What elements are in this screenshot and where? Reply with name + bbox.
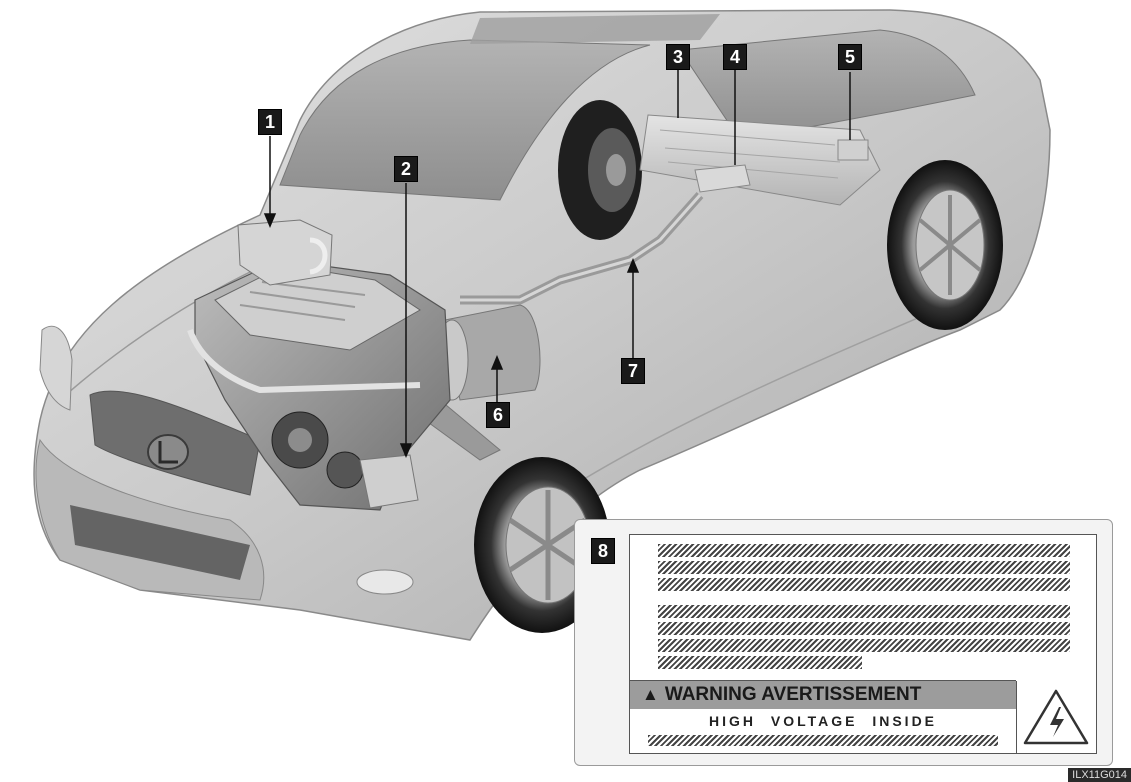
headlight	[39, 325, 73, 411]
callout-7: 7	[621, 358, 645, 384]
warning-label-panel: 8 ▲ WARNING AVERTISSEMENT HIGH VOLTAGE IN…	[574, 519, 1113, 766]
inverter-box	[359, 454, 419, 509]
cutaway-rear-wheel	[558, 100, 642, 240]
callout-1: 1	[258, 109, 282, 135]
callout-8: 8	[591, 538, 615, 564]
leader-lines	[263, 70, 851, 458]
fog-lamp	[356, 569, 414, 595]
service-plug	[837, 139, 869, 161]
hybrid-battery-pack	[639, 114, 881, 206]
label-text-line	[658, 561, 1070, 574]
callout-6: 6	[486, 402, 510, 428]
label-text-line	[648, 735, 998, 746]
callout-4: 4	[723, 44, 747, 70]
label-text-line	[658, 639, 1070, 652]
warning-text: WARNING AVERTISSEMENT	[664, 684, 922, 705]
label-text-line	[658, 656, 862, 669]
callout-2: 2	[394, 156, 418, 182]
power-control-unit	[237, 219, 333, 286]
junction-block	[694, 164, 751, 193]
warning-band: ▲ WARNING AVERTISSEMENT	[630, 681, 1016, 709]
lexus-logo-icon	[147, 434, 189, 470]
label-text-line	[658, 544, 1070, 557]
warning-label-card: ▲ WARNING AVERTISSEMENT HIGH VOLTAGE INSI…	[629, 534, 1097, 754]
high-voltage-symbol-box	[1016, 681, 1096, 753]
label-text-line	[658, 605, 1070, 618]
engine	[187, 259, 451, 511]
callout-5: 5	[838, 44, 862, 70]
high-voltage-icon	[1023, 689, 1089, 745]
high-voltage-text: HIGH VOLTAGE INSIDE	[708, 713, 938, 729]
callout-3: 3	[666, 44, 690, 70]
hybrid-transmission	[424, 304, 541, 461]
rear-wheel	[887, 160, 1003, 330]
label-text-line	[658, 578, 1070, 591]
label-text-line	[658, 622, 1070, 635]
warning-triangle-icon: ▲	[642, 685, 659, 704]
lower-grille	[70, 505, 250, 580]
figure-code: ILX11G014	[1068, 768, 1131, 782]
